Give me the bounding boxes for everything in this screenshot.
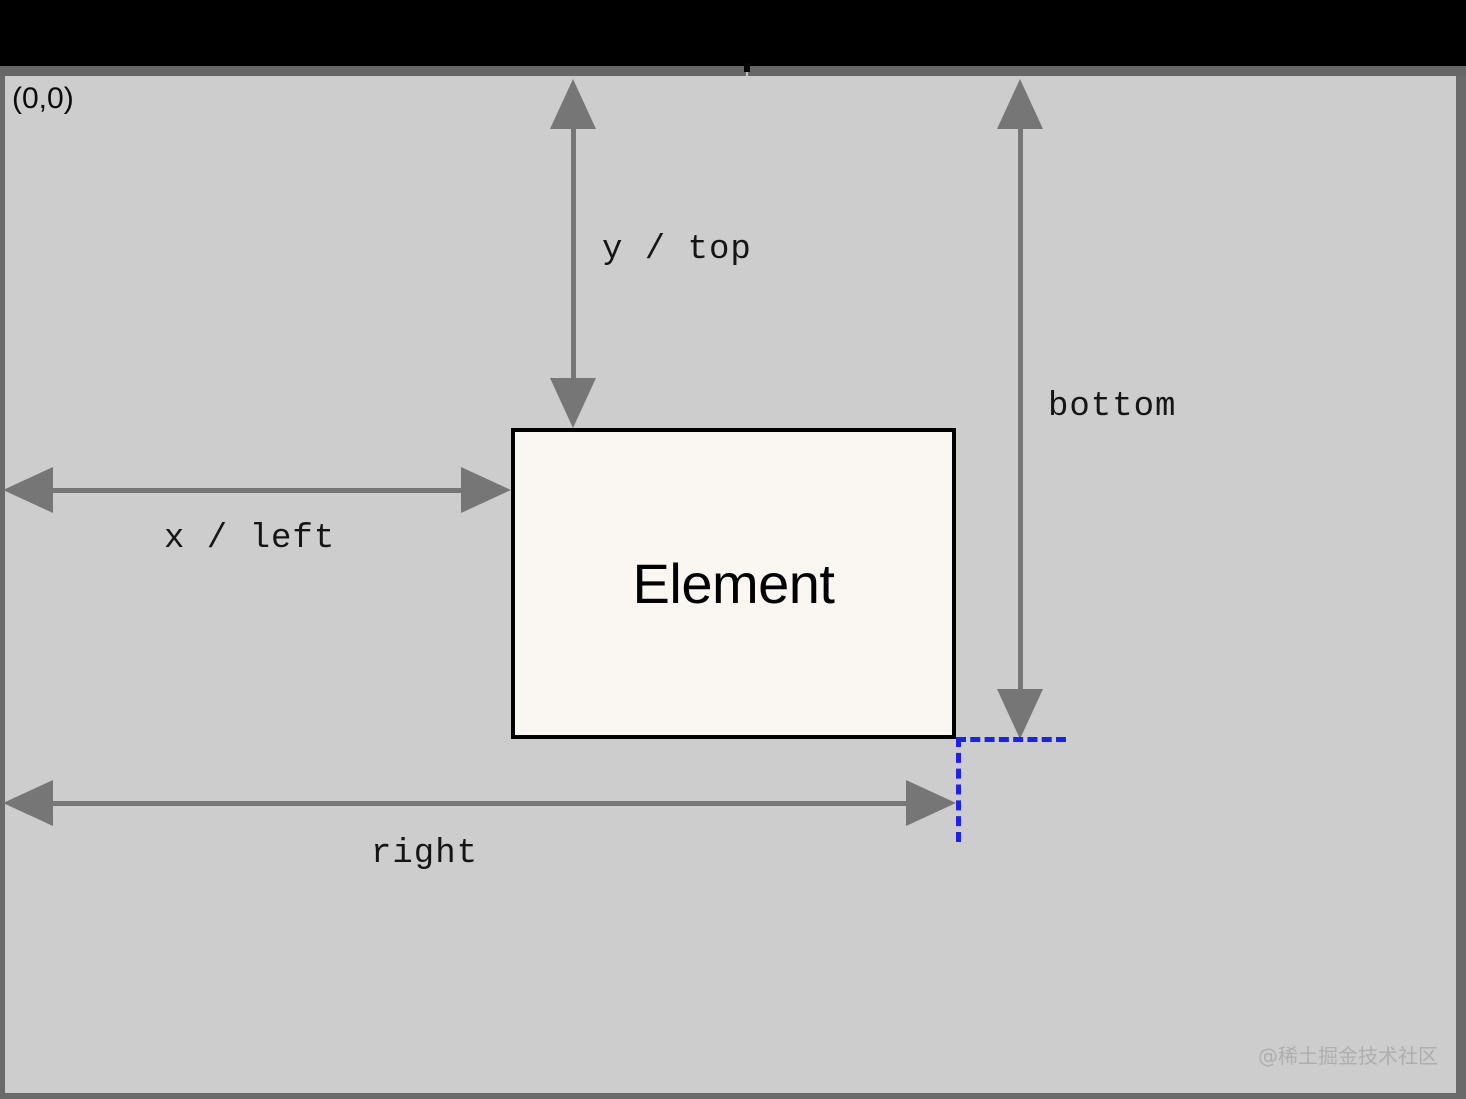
watermark: @稀土掘金技术社区 [1258, 1044, 1438, 1068]
chrome-strip [0, 66, 1466, 76]
right-measure-label: right [371, 835, 479, 873]
right-measure-arrowhead-right-icon [906, 780, 956, 826]
left-measure-line [50, 488, 466, 493]
bottom-measure-label: bottom [1048, 388, 1177, 426]
canvas-edge-left [0, 76, 5, 1099]
top-measure-arrowhead-up-icon [550, 79, 596, 129]
left-measure-label: x / left [164, 520, 336, 558]
chrome-notch-icon [744, 63, 750, 72]
letterbox-top-band [0, 0, 1466, 66]
left-measure-arrowhead-right-icon [461, 467, 511, 513]
origin-label: (0,0) [12, 82, 74, 115]
element-box: Element [511, 428, 956, 739]
element-box-label: Element [632, 552, 835, 615]
top-measure-line [571, 126, 576, 401]
top-measure-arrowhead-down-icon [550, 378, 596, 428]
canvas-edge-right [1456, 76, 1466, 1099]
right-measure-arrowhead-left-icon [3, 780, 53, 826]
bottom-measure-arrowhead-down-icon [997, 689, 1043, 739]
guide-line-horizontal [956, 737, 1066, 742]
canvas-edge-bottom [0, 1093, 1466, 1099]
bottom-measure-line [1018, 126, 1023, 712]
right-measure-line [50, 801, 911, 806]
left-measure-arrowhead-left-icon [3, 467, 53, 513]
guide-line-vertical [956, 737, 961, 842]
top-measure-label: y / top [602, 231, 752, 269]
bottom-measure-arrowhead-up-icon [997, 79, 1043, 129]
